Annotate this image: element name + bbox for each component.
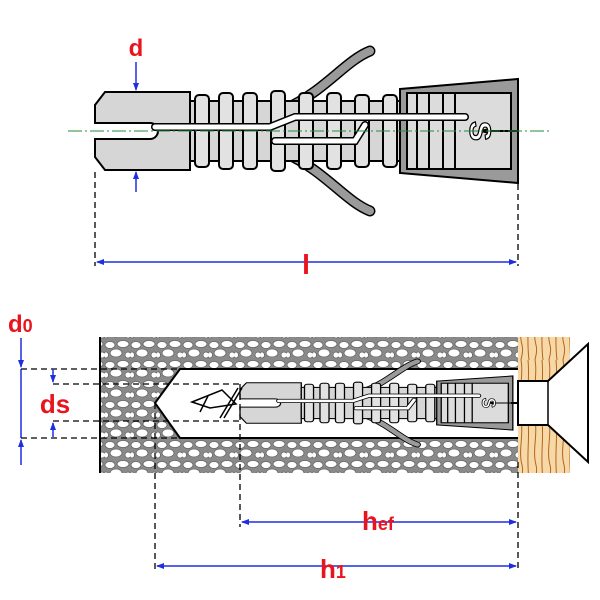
label-h1-main: h [320, 554, 336, 584]
label-h1: h1 [320, 554, 346, 584]
label-d: d [129, 35, 144, 62]
screw-head [511, 341, 589, 465]
dimension-h1: h1 [154, 403, 517, 584]
label-hef-sub: ef [378, 514, 395, 534]
dimension-hef: hef [239, 384, 519, 570]
label-d0: d0 [8, 311, 33, 338]
label-ds: ds [40, 389, 70, 419]
anchor-mark-top: S [463, 121, 496, 141]
label-hef-main: h [362, 506, 378, 536]
free-anchor: S [95, 51, 518, 211]
screw-tip [189, 387, 243, 419]
label-d0-sub: 0 [23, 316, 33, 336]
label-l: l [302, 249, 310, 280]
dimension-d0: d0 [8, 311, 180, 465]
dimension-d: d [129, 35, 144, 192]
installed-anchor: S [240, 361, 513, 444]
anchor-mark-bottom: S [477, 398, 499, 409]
dimension-ds: ds [40, 369, 240, 437]
dimension-l: l [94, 172, 519, 280]
label-h1-sub: 1 [336, 562, 346, 582]
label-d0-main: d [8, 311, 23, 338]
label-hef: hef [362, 506, 395, 536]
